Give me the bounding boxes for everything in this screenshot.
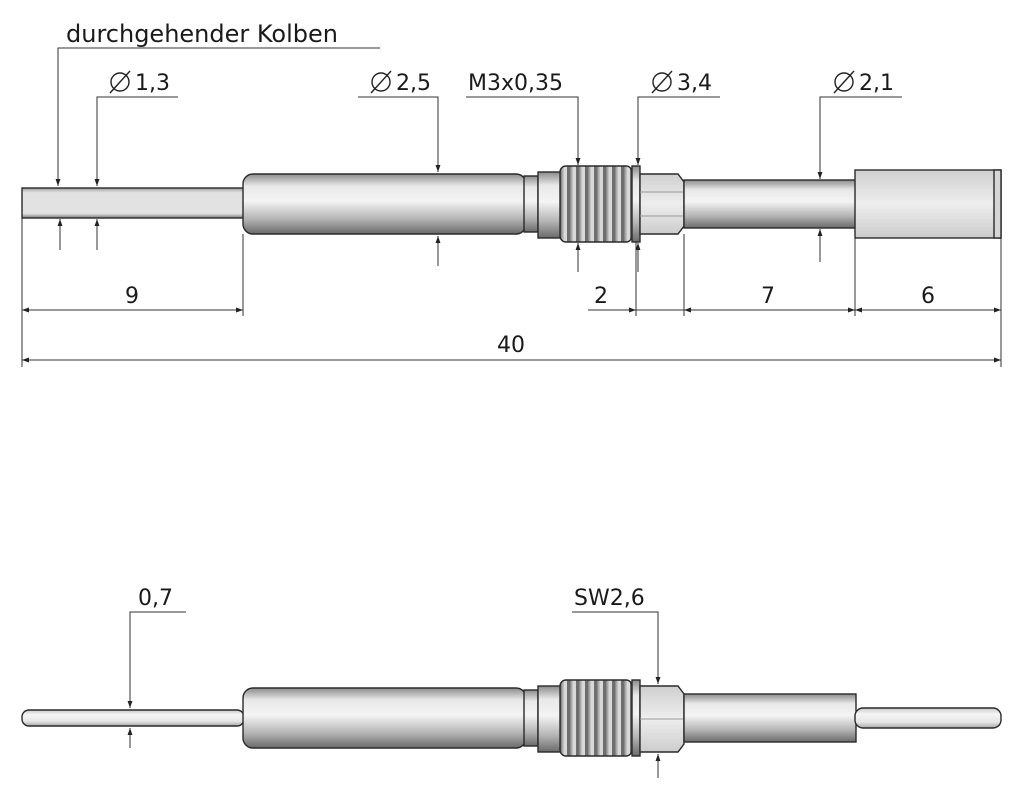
- top-tip: [21, 187, 245, 219]
- label-collar-diameter: 3,4: [677, 71, 712, 96]
- side-view: [21, 679, 1002, 757]
- leader-collar-diameter: 3,4: [635, 70, 720, 272]
- dimension-end-length: 6: [855, 284, 1001, 313]
- top-end-block: [854, 169, 1002, 239]
- side-shaft: [683, 693, 857, 743]
- label-body-diameter: 2,5: [396, 71, 431, 96]
- label-shaft-diameter: 2,1: [859, 71, 894, 96]
- dimension-total-length: 40: [22, 333, 1001, 363]
- dimension-collar-length: 2: [588, 284, 684, 313]
- value-collar-length: 2: [594, 284, 608, 309]
- dimension-tip-length: 9: [22, 284, 243, 313]
- value-shaft-length: 7: [761, 284, 775, 309]
- side-neck: [523, 689, 539, 747]
- leader-body-diameter: 2,5: [358, 70, 441, 266]
- leader-wrench-size: SW2,6: [572, 586, 661, 778]
- label-thread: M3x0,35: [468, 71, 563, 96]
- value-end-length: 6: [921, 284, 935, 309]
- leader-tip-thickness: 0,7: [127, 586, 186, 748]
- side-body: [242, 687, 527, 749]
- value-tip-length: 9: [125, 284, 139, 309]
- side-end-tip: [854, 707, 1002, 729]
- dimension-shaft-length: 7: [684, 284, 855, 313]
- diameter-symbol-icon: [109, 70, 131, 94]
- top-thread-grooves: [559, 165, 633, 243]
- diameter-symbol-icon: [370, 70, 392, 94]
- label-wrench-size: SW2,6: [574, 586, 645, 611]
- label-tip-thickness: 0,7: [138, 586, 173, 611]
- top-body: [242, 173, 527, 235]
- label-tip-diameter: 1,3: [135, 71, 170, 96]
- value-total-length: 40: [497, 333, 525, 358]
- top-collar: [631, 165, 641, 243]
- extension-lines: [21, 218, 1002, 367]
- leader-tip-diameter: 1,3: [57, 70, 178, 250]
- diameter-symbol-icon: [651, 70, 673, 94]
- leader-shaft-diameter: 2,1: [817, 70, 902, 262]
- leader-thread: M3x0,35: [466, 71, 581, 272]
- diameter-symbol-icon: [833, 70, 855, 94]
- top-view: [21, 165, 1002, 243]
- top-hex: [639, 173, 685, 235]
- side-tip: [21, 709, 245, 727]
- side-collar: [631, 679, 641, 757]
- side-thread-grooves: [559, 679, 633, 757]
- label-plunger: durchgehender Kolben: [66, 20, 338, 48]
- leader-plunger: durchgehender Kolben: [55, 20, 380, 186]
- top-neck: [523, 175, 539, 233]
- top-shaft: [683, 179, 857, 229]
